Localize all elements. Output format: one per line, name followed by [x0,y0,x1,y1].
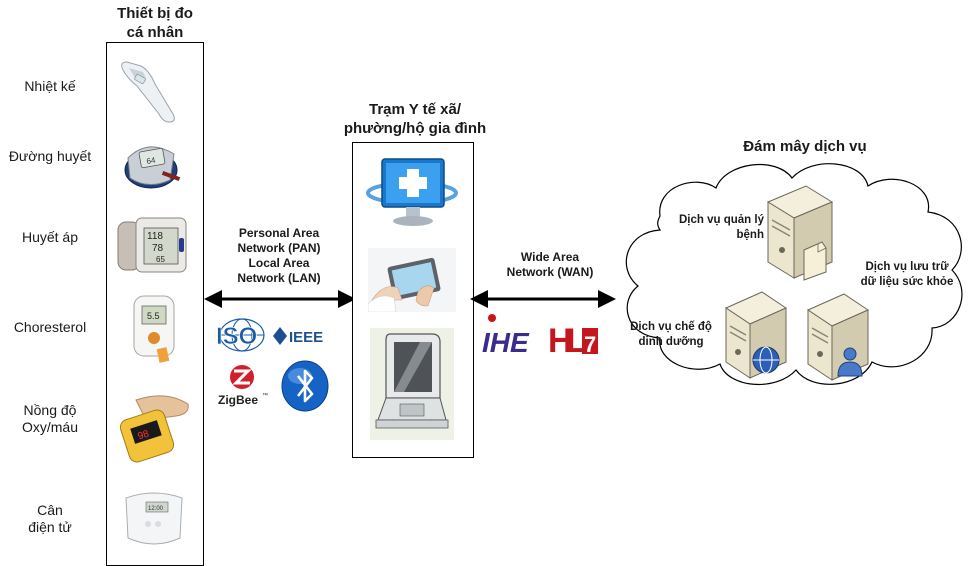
svg-text:IEEE: IEEE [289,329,323,346]
device-label-scale: Cân điện tử [28,502,72,535]
svg-text:L: L [566,322,587,358]
device-label-glucose: Đường huyết [8,148,92,164]
tablet-hands-image [368,248,456,312]
pan-double-arrow [204,290,356,308]
device-label-cholesterol: Choresterol [13,319,87,335]
service-disease-management-label: Dịch vụ quản lý bệnh [679,214,764,241]
medical-monitor-image [366,158,458,226]
device-label-oximeter: Nồng độ Oxy/máu [21,402,78,435]
pan-label: Personal Area Network (PAN) Local Area N… [237,226,321,285]
svg-text:™: ™ [262,392,268,399]
server-disease-management [766,185,834,281]
devices-title: Thiết bị đo cá nhân [117,5,193,41]
svg-text:ISO: ISO [216,323,257,350]
svg-text:ZigBee: ZigBee [218,393,258,407]
device-label-blood-pressure: Huyết áp [21,229,79,245]
svg-text:65: 65 [156,255,165,264]
wan-double-arrow [470,290,616,308]
wan-label: Wide Area Network (WAN) [506,250,594,279]
svg-text:118: 118 [147,231,163,242]
svg-text:IHE: IHE [482,327,530,358]
cholesterol-meter-image: 5.5 [133,295,175,363]
oximeter-image: 98 [119,395,189,463]
svg-text:5.5: 5.5 [147,311,160,321]
svg-text:64: 64 [146,155,157,166]
zigbee-logo: ZigBee ™ [216,364,272,413]
ieee-logo: IEEE [272,326,334,351]
server-nutrition [724,291,788,379]
station-title: Trạm Y tế xã/ phường/hộ gia đình [343,101,487,137]
svg-text:98: 98 [137,428,151,442]
device-label-thermometer: Nhiệt kế [24,78,76,94]
kiosk-terminal-image [370,328,454,440]
hl7-logo: H L 7 [548,314,600,363]
server-health-data-storage [806,293,870,381]
svg-text:7: 7 [584,332,596,357]
svg-text:12:00: 12:00 [148,506,164,512]
thermometer-image [121,61,175,123]
service-nutrition-label: Dịch vụ chế độ dinh dưỡng [630,321,712,348]
service-health-data-storage-label: Dịch vụ lưu trữ dữ liệu sức khỏe [860,261,954,288]
scale-image: 12:00 [125,492,183,545]
svg-text:H: H [548,322,573,358]
bluetooth-logo [280,360,330,417]
svg-text:78: 78 [152,243,164,254]
iso-logo: ISO [214,318,270,357]
cloud-title: Đám mây dịch vụ [743,138,867,155]
ihe-logo: IHE [482,312,542,363]
blood-pressure-monitor-image: 118 78 65 [117,217,187,273]
glucose-meter-image: 64 [124,146,181,189]
